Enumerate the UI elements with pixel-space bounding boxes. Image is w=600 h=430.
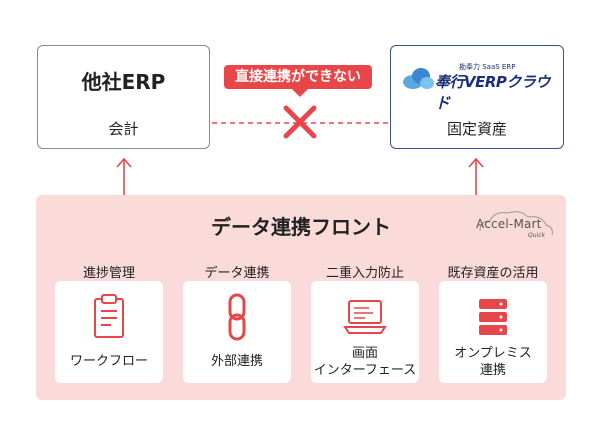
feature-card-workflow: ワークフロー (55, 281, 163, 383)
feature-label-workflow: ワークフロー (69, 354, 148, 369)
feature-card-interface: 画面 インターフェース (311, 281, 419, 383)
feature-header-progress: 進捗管理 (82, 266, 135, 281)
other-erp-box: 他社ERP 会計 (37, 45, 210, 149)
server-icon (479, 299, 507, 335)
feature-header-data-link: データ連携 (204, 266, 270, 281)
accel-brand: Accel-Mart (476, 217, 542, 231)
bugyo-erp-box: 勘奉力 SaaS ERP 奉行VERPクラウド 固定資産 (390, 45, 564, 149)
cloud-logo-icon (403, 68, 434, 89)
feature-label-interface-line2: インターフェース (313, 363, 417, 378)
feature-card-onpremise: オンプレミス 連携 (439, 281, 547, 383)
cloud-outline-icon (479, 211, 553, 236)
other-erp-module: 会計 (108, 120, 139, 138)
feature-header-no-double-entry: 二重入力防止 (325, 266, 404, 281)
accel-mart-logo: Accel-Mart Quick (476, 209, 556, 243)
data-link-front-panel: データ連携フロント Accel-Mart Quick 進捗管理 ワークフロー デ… (36, 195, 566, 400)
callout-pointer (292, 89, 308, 97)
clipboard-icon (94, 294, 124, 338)
blocked-x-icon (283, 105, 317, 139)
up-arrow-right-head (468, 157, 484, 168)
laptop-icon (343, 300, 387, 334)
other-erp-title: 他社ERP (81, 70, 166, 94)
bugyo-logo-small: 勘奉力 SaaS ERP (459, 63, 516, 71)
bugyo-logo-main: 奉行VERPクラウド (435, 73, 550, 112)
up-arrow-left-head (116, 157, 132, 168)
feature-label-onpremise-line1: オンプレミス (454, 346, 532, 361)
blocked-callout: 直接連携ができない (224, 65, 372, 89)
front-title: データ連携フロント (211, 215, 391, 239)
feature-card-external: 外部連携 (183, 281, 291, 383)
feature-label-external: 外部連携 (210, 354, 263, 369)
bugyo-erp-module: 固定資産 (446, 120, 507, 138)
accel-brand-sub: Quick (528, 232, 545, 239)
chain-link-icon (228, 293, 246, 341)
bugyo-logo: 勘奉力 SaaS ERP 奉行VERPクラウド (401, 62, 555, 112)
feature-label-interface-line1: 画面 (351, 346, 378, 361)
feature-label-onpremise-line2: 連携 (479, 363, 506, 378)
feature-header-existing-assets: 既存資産の活用 (447, 266, 539, 281)
